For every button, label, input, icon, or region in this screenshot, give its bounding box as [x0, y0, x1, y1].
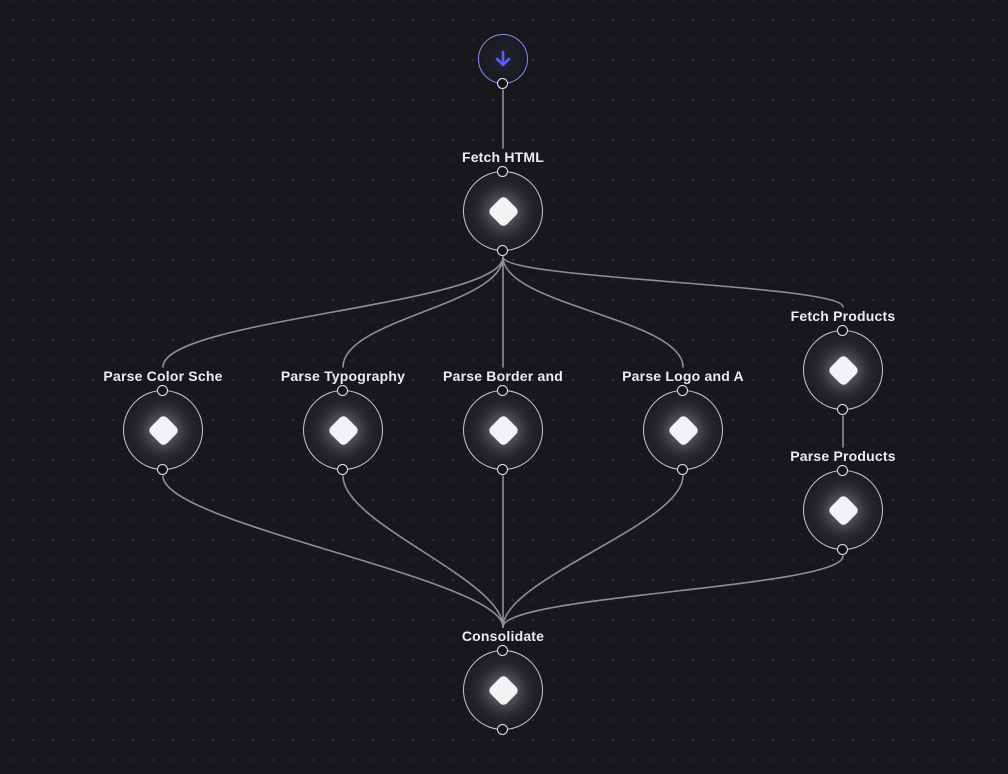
diamond-icon	[826, 353, 860, 387]
output-handle[interactable]	[677, 464, 688, 475]
output-handle[interactable]	[497, 78, 508, 89]
edge-parse-logo-to-consolidate[interactable]	[502, 475, 684, 628]
workflow-node-fetch-html[interactable]: Fetch HTML	[462, 149, 544, 256]
output-handle[interactable]	[837, 404, 848, 415]
output-handle[interactable]	[497, 245, 508, 256]
edge-parse-color-scheme-to-consolidate[interactable]	[162, 475, 504, 628]
workflow-node-parse-products[interactable]: Parse Products	[790, 448, 896, 555]
node-label: Parse Logo and A	[622, 368, 744, 384]
node-circle[interactable]	[463, 645, 543, 735]
node-label: Parse Products	[790, 448, 896, 464]
edge-fetch-html-to-parse-typography[interactable]	[342, 256, 504, 368]
diamond-icon	[486, 413, 520, 447]
workflow-node-parse-border[interactable]: Parse Border and	[443, 368, 563, 475]
node-label: Fetch HTML	[461, 149, 545, 165]
node-circle[interactable]	[463, 166, 543, 256]
arrow-down-icon	[495, 50, 511, 67]
diamond-icon	[486, 194, 520, 228]
workflow-node-consolidate[interactable]: Consolidate	[462, 628, 544, 735]
output-handle[interactable]	[837, 544, 848, 555]
node-circle[interactable]	[123, 385, 203, 475]
diamond-icon	[326, 413, 360, 447]
input-handle[interactable]	[337, 385, 348, 396]
output-handle[interactable]	[497, 464, 508, 475]
input-handle[interactable]	[497, 645, 508, 656]
node-label: Parse Border and	[443, 368, 563, 384]
node-circle[interactable]	[643, 385, 723, 475]
node-circle[interactable]	[463, 385, 543, 475]
input-handle[interactable]	[157, 385, 168, 396]
workflow-node-parse-typography[interactable]: Parse Typography	[281, 368, 405, 475]
edge-parse-products-to-consolidate[interactable]	[502, 555, 844, 628]
node-label: Parse Typography	[280, 368, 406, 384]
node-label: Fetch Products	[790, 308, 896, 324]
input-handle[interactable]	[497, 385, 508, 396]
diamond-icon	[146, 413, 180, 447]
input-handle[interactable]	[837, 325, 848, 336]
edge-parse-typography-to-consolidate[interactable]	[342, 475, 504, 628]
edge-fetch-html-to-parse-logo[interactable]	[502, 256, 684, 368]
node-circle[interactable]	[803, 465, 883, 555]
diamond-icon	[826, 493, 860, 527]
node-circle[interactable]	[803, 325, 883, 415]
diamond-icon	[486, 673, 520, 707]
trigger-node-start[interactable]	[478, 34, 528, 89]
workflow-node-fetch-products[interactable]: Fetch Products	[791, 308, 895, 415]
output-handle[interactable]	[337, 464, 348, 475]
diamond-icon	[666, 413, 700, 447]
input-handle[interactable]	[837, 465, 848, 476]
node-label: Parse Color Sche	[103, 368, 223, 384]
node-label: Consolidate	[461, 628, 545, 644]
workflow-node-parse-color-scheme[interactable]: Parse Color Sche	[103, 368, 222, 475]
node-circle[interactable]	[478, 34, 528, 89]
input-handle[interactable]	[497, 166, 508, 177]
workflow-node-parse-logo[interactable]: Parse Logo and A	[622, 368, 744, 475]
output-handle[interactable]	[157, 464, 168, 475]
edge-fetch-html-to-fetch-products[interactable]	[502, 256, 844, 308]
output-handle[interactable]	[497, 724, 508, 735]
node-circle[interactable]	[303, 385, 383, 475]
edge-fetch-html-to-parse-color-scheme[interactable]	[162, 256, 504, 368]
input-handle[interactable]	[677, 385, 688, 396]
